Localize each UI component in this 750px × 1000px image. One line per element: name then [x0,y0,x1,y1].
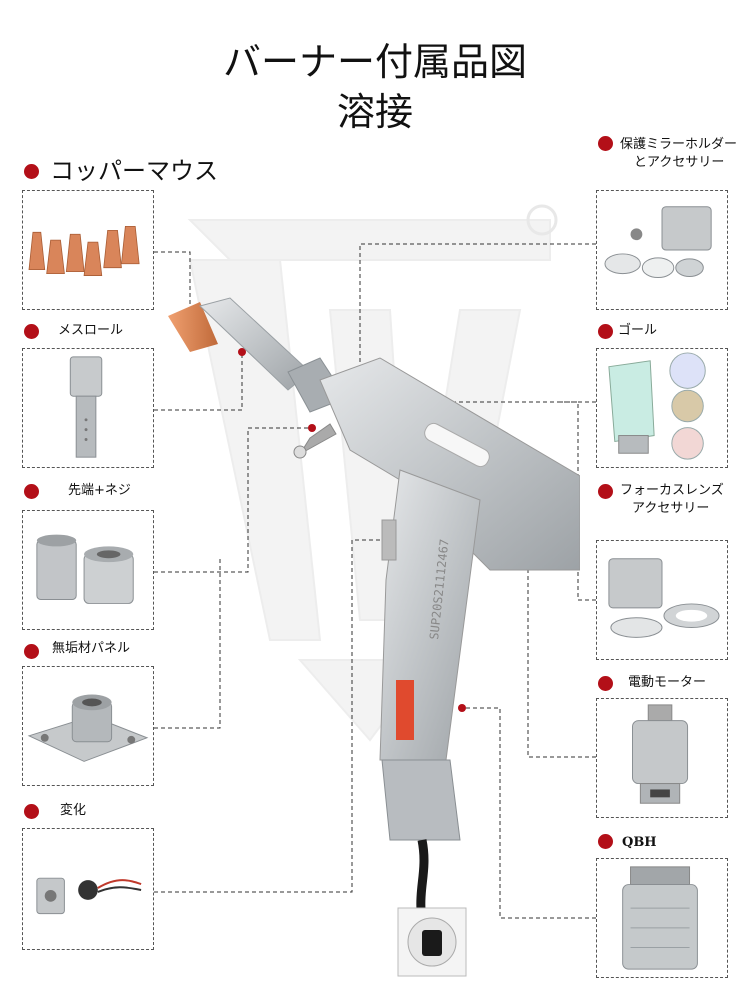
page-title: バーナー付属品図 [222,40,527,84]
part-box-goal [596,348,728,468]
part-box-nozzle-holder [22,348,154,468]
label-protect-mirror-1: 保護ミラーホルダー [620,137,738,152]
focus-lens-icon [608,558,720,638]
label-focus-lens-2: アクセサリー [632,501,710,516]
page-subtitle: 溶接 [336,90,413,134]
label-goal: ゴール [618,323,658,338]
label-motor: 電動モーター [628,675,707,690]
sensor-part-icon [36,877,142,915]
label-protect-mirror-2: とアクセサリー [634,155,725,170]
label-nozzle-holder: メスロール [58,323,124,338]
label-qbh: QBH [622,835,657,850]
mirror-holder-icon [604,206,712,279]
bullet-dot [24,484,39,499]
part-box-tip-screw [22,510,154,630]
label-change: 変化 [60,803,87,818]
bullet-dot [598,676,613,691]
bullet-dot [24,164,39,179]
bullet-dot [24,804,39,819]
part-box-change [22,828,154,950]
label-copper-nozzle: コッパーマウス [50,157,218,185]
label-panel: 無垢材パネル [52,641,131,656]
copper-nozzle-icon [28,226,140,276]
panel-icon [27,694,149,762]
bullet-dot [598,834,613,849]
part-box-motor [596,698,728,818]
bullet-dot [598,324,613,339]
part-box-protect-mirror [596,190,728,310]
bullet-dot [24,644,39,659]
part-box-panel [22,666,154,786]
label-focus-lens-1: フォーカスレンズ [620,483,724,498]
bullet-dot [24,324,39,339]
part-box-qbh [596,858,728,978]
nozzle-holder-icon [69,356,103,458]
welding-gun-illustration: SUP20S21112467 [168,297,580,977]
tip-screw-icon [36,534,134,604]
part-box-copper-nozzle [22,190,154,310]
part-box-focus-lens [596,540,728,660]
bullet-dot [598,136,613,151]
label-tip-screw: 先端+ネジ [68,483,131,498]
lens-set-icon [608,352,706,460]
motor-icon [632,704,689,804]
qbh-connector-icon [622,866,698,970]
bullet-dot [598,484,613,499]
